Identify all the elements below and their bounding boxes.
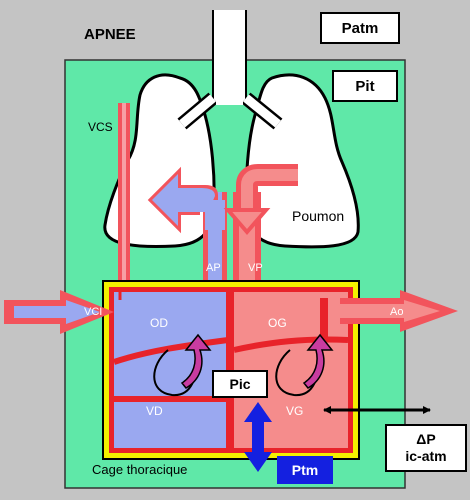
left-av-wall: [233, 336, 349, 353]
patm-box: Patm: [320, 12, 400, 44]
ptm-arrow: [244, 402, 272, 472]
vp-label: VP: [248, 262, 263, 274]
ptm-box: Ptm: [277, 456, 333, 484]
ao-label: Ao: [390, 306, 404, 318]
delta-p-box: ΔP ic-atm: [385, 424, 467, 472]
pic-box: Pic: [212, 370, 268, 398]
vg-label: VG: [286, 404, 304, 418]
title-label: APNEE: [84, 26, 136, 43]
og-label: OG: [268, 316, 287, 330]
vcs-label: VCS: [88, 120, 113, 134]
pit-box: Pit: [332, 70, 398, 102]
right-heart: [114, 292, 230, 448]
delta-p-line2: ic-atm: [405, 448, 447, 464]
right-av-wall: [113, 337, 229, 365]
poumon-label: Poumon: [292, 208, 345, 224]
vci-label: VCI: [84, 306, 103, 318]
vd-label: VD: [146, 404, 163, 418]
od-label: OD: [150, 316, 168, 330]
ap-label: AP: [206, 262, 221, 274]
cage-label: Cage thoracique: [92, 462, 188, 477]
delta-p-line1: ΔP: [416, 431, 436, 447]
